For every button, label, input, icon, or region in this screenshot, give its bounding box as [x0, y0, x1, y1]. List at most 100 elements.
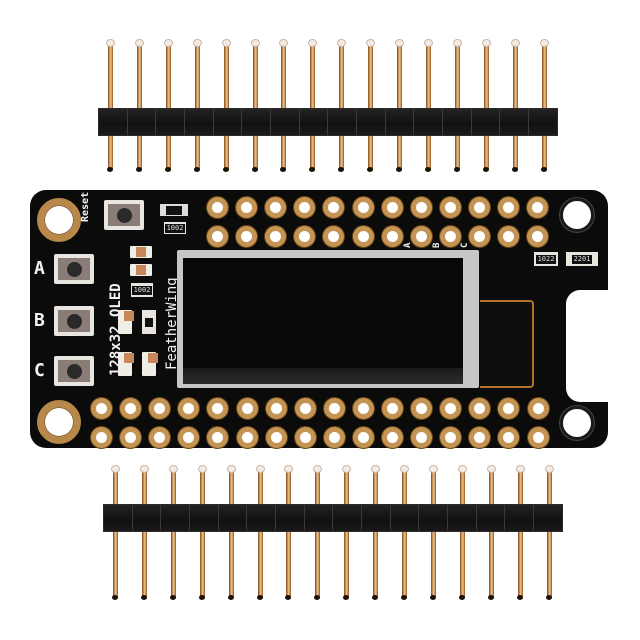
- header-pin: [136, 42, 142, 170]
- pin-tip: [163, 39, 173, 47]
- pin-tip: [308, 39, 318, 47]
- pin-tip: [338, 167, 345, 172]
- board-notch: [566, 290, 610, 402]
- button-b[interactable]: [54, 306, 94, 336]
- capacitor: [118, 352, 134, 376]
- header-pin: [310, 42, 316, 170]
- header-pin: [228, 468, 234, 598]
- pin-tip: [256, 595, 263, 600]
- through-hole-pad: [381, 226, 403, 247]
- header-pin: [257, 468, 263, 598]
- pin-tip: [284, 465, 294, 473]
- header-pin: [170, 468, 176, 598]
- button-a[interactable]: [54, 254, 94, 284]
- through-hole-pad: [236, 226, 258, 247]
- through-hole-pad: [498, 226, 519, 247]
- pin-tip: [197, 465, 207, 473]
- through-hole-pad: [527, 398, 549, 419]
- pin-tip: [371, 465, 381, 473]
- pin-tip: [539, 39, 549, 47]
- pin-tip: [544, 465, 554, 473]
- through-hole-pad: [207, 226, 228, 247]
- through-hole-pad: [527, 226, 549, 247]
- button-a-label: A: [34, 258, 45, 279]
- reset-button[interactable]: [104, 200, 144, 230]
- through-hole-pad: [91, 398, 112, 419]
- pin-tip: [164, 167, 171, 172]
- pin-tip: [367, 167, 374, 172]
- button-c-label: C: [34, 360, 45, 381]
- header-pin: [368, 42, 374, 170]
- through-hole-pad: [440, 427, 462, 448]
- pin-tip: [424, 167, 431, 172]
- header-pin: [286, 468, 292, 598]
- header-pin: [517, 468, 523, 598]
- through-hole-pad: [469, 398, 491, 419]
- pin-tip: [510, 39, 520, 47]
- pin-tip: [107, 167, 113, 172]
- oled-flex-cable: [480, 300, 534, 388]
- pin-tip: [395, 39, 404, 47]
- through-hole-pad: [207, 427, 229, 448]
- through-hole-pad: [323, 427, 345, 448]
- diode: [160, 204, 188, 216]
- header-pin: [113, 468, 118, 598]
- header-pin: [165, 42, 171, 170]
- pin-b-label: B: [432, 242, 442, 248]
- header-pin: [454, 42, 460, 170]
- through-hole-pad: [294, 398, 316, 419]
- through-hole-pad: [352, 226, 374, 247]
- pin-tip: [134, 39, 144, 47]
- through-hole-pad: [236, 427, 258, 448]
- through-hole-pad: [178, 398, 200, 419]
- mounting-hole-bottom-right: [560, 406, 594, 440]
- pin-tip: [309, 167, 316, 172]
- pin-tip: [193, 167, 200, 172]
- pin-tip: [251, 167, 258, 172]
- through-hole-pad: [440, 398, 462, 419]
- pin-a-label: A: [403, 242, 413, 248]
- pin-tip: [250, 39, 260, 47]
- resistor: 1002: [131, 283, 153, 297]
- pin-tip: [255, 465, 265, 473]
- header-pin: [344, 468, 350, 598]
- header-housing: [98, 108, 558, 136]
- pin-tip: [511, 167, 518, 172]
- pin-tip: [396, 167, 402, 172]
- pin-tip: [516, 595, 523, 600]
- header-pin: [397, 42, 402, 170]
- through-hole-pad: [265, 226, 287, 247]
- through-hole-pad: [410, 226, 432, 247]
- pin-tip: [366, 39, 376, 47]
- through-hole-pad: [527, 427, 549, 448]
- through-hole-pad: [411, 398, 433, 419]
- pin-tip: [314, 595, 321, 600]
- through-hole-pad: [382, 427, 403, 448]
- button-b-label: B: [34, 310, 45, 331]
- resistor: [142, 310, 156, 334]
- mounting-hole-bottom-left: [37, 400, 81, 444]
- pin-tip: [198, 595, 205, 600]
- mounting-hole-top-left: [37, 198, 81, 242]
- header-pin: [541, 42, 547, 170]
- capacitor: [130, 264, 152, 276]
- through-hole-pad: [411, 427, 433, 448]
- through-hole-pad: [323, 226, 345, 247]
- pin-tip: [135, 167, 142, 172]
- through-hole-pad: [207, 398, 229, 419]
- through-hole-pad: [498, 427, 520, 448]
- pin-tip: [429, 595, 436, 600]
- button-c[interactable]: [54, 356, 94, 386]
- pin-tip: [452, 39, 462, 47]
- pin-tip: [423, 39, 433, 47]
- pin-tip: [428, 465, 438, 473]
- pin-tip: [457, 465, 467, 473]
- header-pin: [483, 42, 489, 170]
- header-pin: [459, 468, 465, 598]
- through-hole-pad: [439, 197, 461, 218]
- through-hole-pad: [352, 398, 374, 419]
- header-pin: [194, 42, 200, 170]
- pin-tip: [192, 39, 202, 47]
- header-pin: [108, 42, 113, 170]
- pin-tip: [540, 167, 547, 172]
